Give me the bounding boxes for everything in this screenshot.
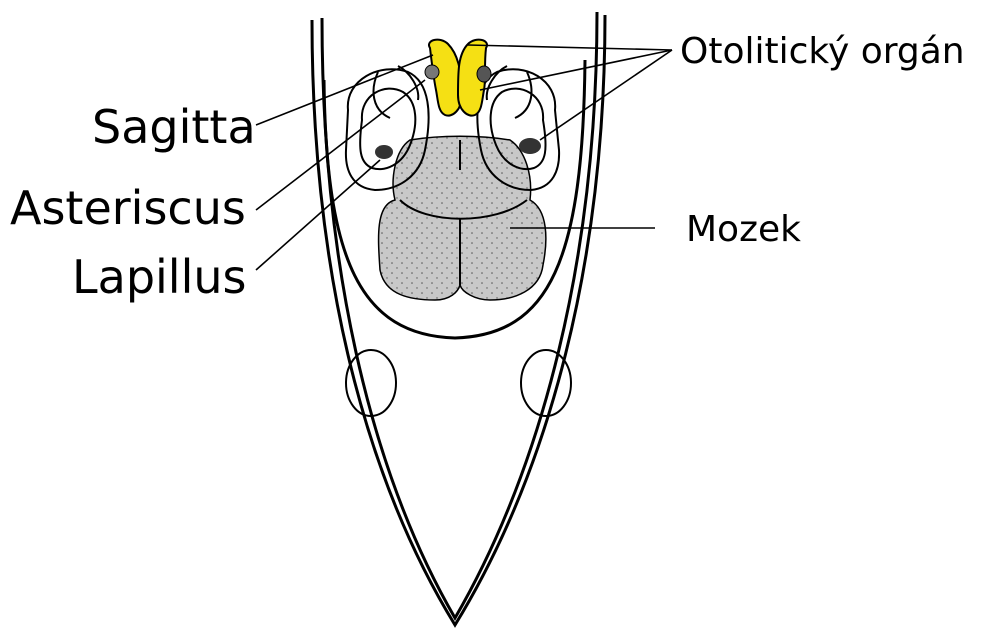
right-lapillus-blob [519, 138, 541, 154]
left-asteriscus-blob [425, 65, 439, 79]
right-asteriscus-blob [477, 66, 491, 82]
brain [379, 136, 546, 300]
label-lapillus: Lapillus [72, 250, 246, 304]
otolithic-organ [425, 40, 491, 116]
label-brain: Mozek [686, 209, 801, 250]
right-eye [521, 350, 571, 416]
label-otolithic-organ: Otolitický orgán [680, 31, 965, 72]
label-sagitta: Sagitta [92, 100, 256, 154]
label-asteriscus: Asteriscus [10, 181, 246, 235]
left-lapillus-blob [375, 145, 393, 159]
